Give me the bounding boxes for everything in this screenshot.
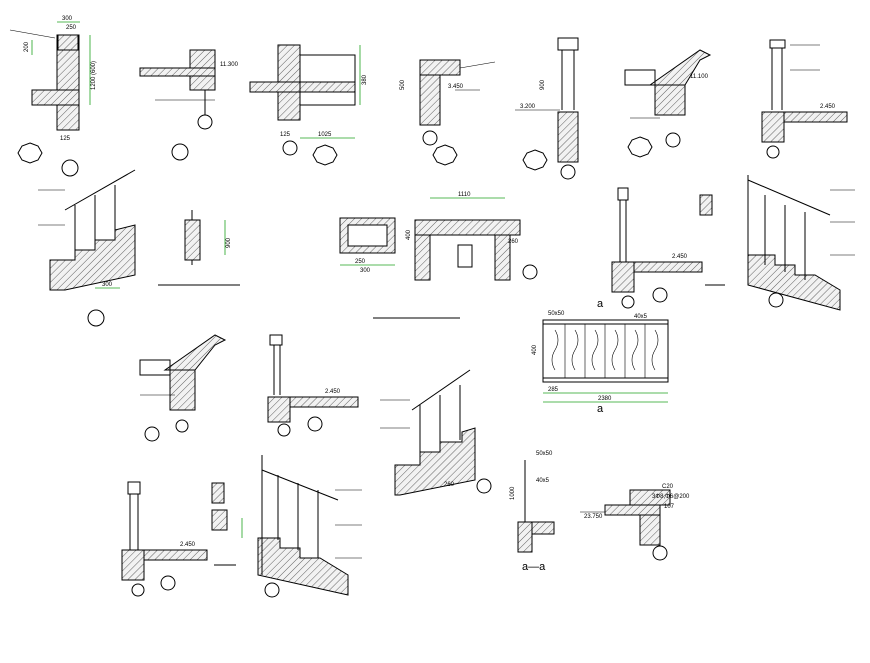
detail-marker bbox=[197, 114, 213, 130]
dim-125: 125 bbox=[60, 136, 71, 142]
dim-300b: 300 bbox=[102, 282, 113, 288]
detail-parapet-1: 300 250 1200 (600) 200 125 bbox=[9, 16, 97, 177]
detail-marker bbox=[87, 309, 105, 327]
detail-marker bbox=[17, 142, 43, 164]
dim-900b: 900 bbox=[226, 237, 232, 248]
detail-marker bbox=[652, 545, 668, 561]
dim-900: 900 bbox=[540, 79, 546, 90]
detail-marker bbox=[61, 159, 79, 177]
dim-11300: 11.300 bbox=[220, 62, 239, 68]
dim-500: 500 bbox=[400, 79, 406, 90]
detail-marker bbox=[621, 295, 635, 309]
detail-marker bbox=[307, 416, 323, 432]
detail-window-head: 3.200 900 bbox=[515, 37, 579, 180]
detail-wall-base: 2.450 bbox=[611, 187, 725, 309]
dim-400: 400 bbox=[406, 229, 412, 240]
detail-marker bbox=[522, 149, 548, 171]
detail-step-nosing: 23.750 C20 3Φ8,Φ6@200 107 bbox=[580, 484, 690, 561]
detail-balcony-edge: 2.450 bbox=[761, 39, 848, 159]
railing-panels bbox=[551, 324, 659, 378]
dim-300: 300 bbox=[62, 16, 73, 22]
detail-marker bbox=[144, 426, 160, 442]
detail-marker bbox=[432, 144, 458, 166]
dim-50x50b: 50x50 bbox=[536, 451, 553, 457]
dim-c20: C20 bbox=[662, 484, 674, 490]
detail-railing-elevation: 285 2380 50x50 40x5 400 a a bbox=[532, 298, 669, 415]
dim-40x5: 40x5 bbox=[634, 314, 648, 320]
dim-40x5b: 40x5 bbox=[536, 478, 550, 484]
detail-marker bbox=[277, 423, 291, 437]
dim-260b: 260 bbox=[444, 482, 455, 488]
detail-marker bbox=[422, 130, 438, 146]
detail-eave-1: 11.300 bbox=[139, 49, 239, 161]
dim-250: 250 bbox=[66, 25, 77, 31]
section-label: a—a bbox=[522, 561, 546, 573]
dim-11100: 11.100 bbox=[690, 74, 709, 80]
detail-marker bbox=[665, 132, 681, 148]
dim-50x50: 50x50 bbox=[548, 311, 565, 317]
detail-stair-railing-2: 260 bbox=[380, 369, 492, 496]
detail-stair-section-2 bbox=[257, 455, 362, 598]
detail-marker bbox=[652, 287, 668, 303]
dim-1025: 1025 bbox=[318, 132, 332, 138]
dim-2450: 2.450 bbox=[820, 104, 836, 110]
dim-107: 107 bbox=[664, 504, 675, 510]
detail-stair-section-1 bbox=[747, 175, 855, 311]
dim-2450b: 2.450 bbox=[672, 254, 688, 260]
detail-sill: 3.450 500 bbox=[400, 59, 496, 166]
detail-post-anchor-2 bbox=[211, 482, 243, 566]
dim-2450c: 2.450 bbox=[325, 389, 341, 395]
detail-marker bbox=[312, 144, 338, 166]
detail-marker bbox=[131, 583, 145, 597]
dim-2380: 2380 bbox=[598, 396, 612, 402]
detail-marker bbox=[160, 575, 176, 591]
dim-1110: 1110 bbox=[458, 192, 471, 198]
detail-marker bbox=[766, 145, 780, 159]
detail-eave-3 bbox=[139, 334, 227, 442]
section-marker-bottom: a bbox=[597, 403, 604, 415]
detail-marker bbox=[282, 140, 298, 156]
dim-250c: 250 bbox=[355, 259, 366, 265]
detail-marker bbox=[522, 264, 538, 280]
detail-marker bbox=[175, 419, 189, 433]
detail-marker bbox=[171, 143, 189, 161]
dim-bars: 3Φ8,Φ6@200 bbox=[652, 494, 690, 500]
detail-section-a-a: 50x50 40x5 1000 a—a bbox=[510, 451, 555, 573]
detail-roof-edge: 380 1025 125 bbox=[249, 44, 368, 166]
detail-post-anchor: 900 bbox=[158, 210, 240, 286]
dim-1200: 1200 (600) bbox=[91, 61, 97, 90]
dim-3200: 3.200 bbox=[520, 104, 536, 110]
detail-stair-railing-1: 300 bbox=[38, 169, 136, 327]
detail-box-section: 250 300 1110 260 400 bbox=[339, 192, 538, 319]
detail-wall-base-3: 2.450 bbox=[121, 481, 208, 597]
detail-marker bbox=[560, 164, 576, 180]
dim-23750: 23.750 bbox=[584, 514, 603, 520]
dim-400b: 400 bbox=[532, 344, 538, 355]
detail-wall-base-2: 2.450 bbox=[267, 334, 359, 437]
dim-200: 200 bbox=[24, 41, 30, 52]
detail-eave-2: 11.100 bbox=[624, 49, 712, 158]
dim-260: 260 bbox=[508, 239, 519, 245]
dim-125b: 125 bbox=[280, 132, 291, 138]
dim-380: 380 bbox=[362, 74, 368, 85]
dim-3450: 3.450 bbox=[448, 84, 464, 90]
detail-marker bbox=[627, 136, 653, 158]
dim-285: 285 bbox=[548, 387, 559, 393]
detail-marker bbox=[476, 478, 492, 494]
section-marker-top: a bbox=[597, 298, 604, 310]
dim-300c: 300 bbox=[360, 268, 371, 274]
detail-marker bbox=[264, 582, 280, 598]
dim-1000: 1000 bbox=[510, 486, 516, 500]
detail-marker bbox=[768, 292, 784, 308]
dim-2450d: 2.450 bbox=[180, 542, 196, 548]
